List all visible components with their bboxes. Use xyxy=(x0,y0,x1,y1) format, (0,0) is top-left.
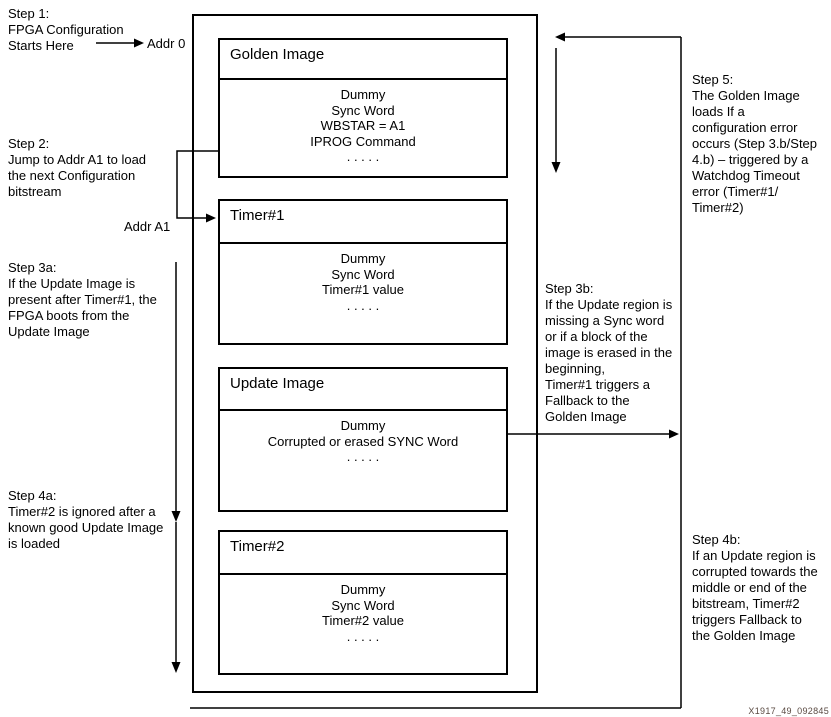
timer2-title: Timer#2 xyxy=(230,538,285,555)
update-image-content: Dummy Corrupted or erased SYNC Word . . … xyxy=(267,418,459,464)
update-image-title: Update Image xyxy=(230,375,325,392)
step3b-annotation: Step 3b: If the Update region is missing… xyxy=(545,281,673,424)
timer1-header-box: Timer#1 xyxy=(218,199,508,244)
timer1-content: Dummy Sync Word Timer#1 value . . . . . xyxy=(322,251,404,313)
timer2-content: Dummy Sync Word Timer#2 value . . . . . xyxy=(322,582,404,644)
step1-annotation: Step 1: FPGA Configuration Starts Here xyxy=(8,6,124,53)
timer1-title: Timer#1 xyxy=(230,207,285,224)
step4b-annotation: Step 4b: If an Update region is corrupte… xyxy=(692,532,818,643)
update-image-content-box: Dummy Corrupted or erased SYNC Word . . … xyxy=(218,409,508,512)
timer1-content-box: Dummy Sync Word Timer#1 value . . . . . xyxy=(218,242,508,345)
golden-image-title: Golden Image xyxy=(230,46,325,63)
step2-annotation: Step 2: Jump to Addr A1 to load the next… xyxy=(8,136,147,199)
update-image-header-box: Update Image xyxy=(218,367,508,411)
addr0-label: Addr 0 xyxy=(147,36,186,51)
timer2-header-box: Timer#2 xyxy=(218,530,508,575)
step3a-annotation: Step 3a: If the Update Image is present … xyxy=(8,260,157,339)
step5-annotation: Step 5: The Golden Image loads If a conf… xyxy=(692,72,818,215)
figure-id: X1917_49_092845 xyxy=(748,706,829,716)
timer2-content-box: Dummy Sync Word Timer#2 value . . . . . xyxy=(218,573,508,675)
golden-image-content: Dummy Sync Word WBSTAR = A1 IPROG Comman… xyxy=(310,87,416,164)
golden-image-header-box: Golden Image xyxy=(218,38,508,80)
step4a-annotation: Step 4a: Timer#2 is ignored after a know… xyxy=(8,488,164,551)
step5-reload-down-arrow xyxy=(551,48,561,173)
golden-image-content-box: Dummy Sync Word WBSTAR = A1 IPROG Comman… xyxy=(218,78,508,178)
addr-a1-label: Addr A1 xyxy=(124,219,171,234)
